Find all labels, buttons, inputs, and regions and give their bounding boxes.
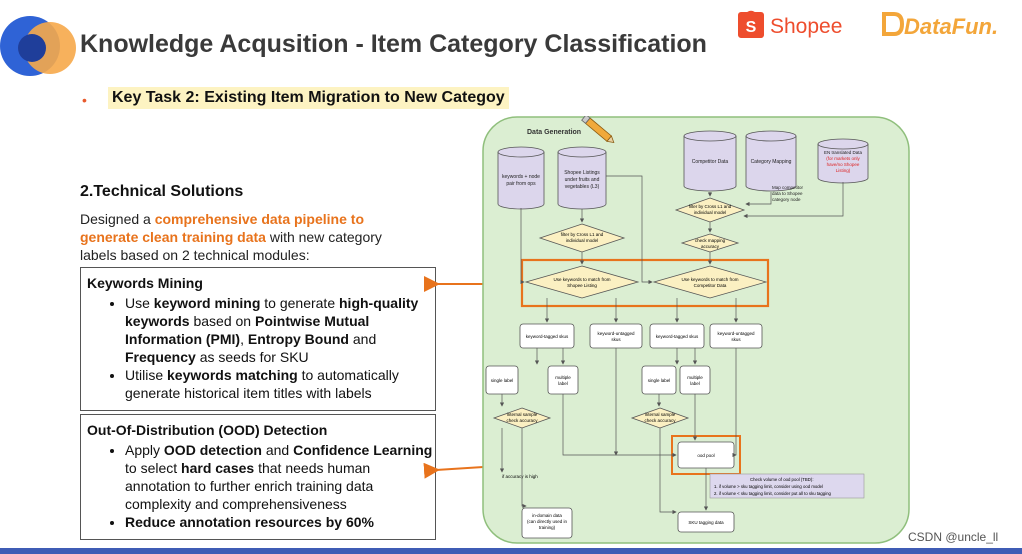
svg-text:accuracy: accuracy: [701, 244, 720, 249]
svg-text:if accuracy is high: if accuracy is high: [502, 474, 538, 479]
svg-text:Listing): Listing): [836, 168, 851, 173]
box-multiple-2: [679, 365, 711, 395]
technical-description: Designed a comprehensive data pipeline t…: [80, 211, 382, 263]
list-item: Utilise keywords matching to automatical…: [125, 366, 435, 402]
svg-text:keywords + node: keywords + node: [502, 174, 540, 180]
svg-text:internal sample: internal sample: [645, 412, 676, 417]
svg-text:training): training): [539, 525, 556, 530]
key-task-heading: Key Task 2: Existing Item Migration to N…: [108, 87, 509, 109]
svg-text:in-domain data: in-domain data: [532, 513, 562, 518]
ood-detection-box: Out-Of-Distribution (OOD) Detection Appl…: [80, 414, 436, 540]
datafun-logo-text: DataFun.: [904, 14, 998, 39]
svg-text:keyword-tagged skus: keyword-tagged skus: [656, 334, 699, 339]
svg-text:Competitor Data: Competitor Data: [694, 283, 727, 288]
cylinder-category-mapping: [745, 130, 797, 192]
svg-text:under fruits and: under fruits and: [565, 177, 600, 183]
svg-text:keyword-untagged: keyword-untagged: [717, 331, 755, 336]
box-untagged-1: [589, 323, 643, 349]
list-item: Reduce annotation resources by 60%: [125, 513, 435, 531]
svg-text:EN translated Data: EN translated Data: [824, 150, 863, 155]
svg-text:Competitor Data: Competitor Data: [692, 159, 729, 165]
svg-text:S: S: [746, 19, 757, 36]
svg-text:multiple: multiple: [555, 375, 571, 380]
watermark: CSDN @uncle_ll: [908, 530, 999, 544]
svg-text:Category Mapping: Category Mapping: [751, 159, 792, 165]
svg-text:SKU tagging data: SKU tagging data: [688, 520, 724, 525]
svg-text:filter by Cross L1 and: filter by Cross L1 and: [561, 232, 604, 237]
svg-text:data to Shopee: data to Shopee: [772, 191, 803, 196]
box-multiple-1: [547, 365, 579, 395]
svg-text:Shopee Listing: Shopee Listing: [567, 283, 597, 288]
box-in-domain: [521, 507, 573, 539]
svg-text:individual model: individual model: [566, 238, 598, 243]
keywords-mining-title: Keywords Mining: [87, 275, 203, 291]
svg-text:Check volume of ood pool (TBD): Check volume of ood pool (TBD):: [750, 477, 814, 482]
svg-text:single label: single label: [491, 378, 514, 383]
svg-text:(for markets only: (for markets only: [826, 156, 860, 161]
svg-text:filter by Cross L1 and: filter by Cross L1 and: [689, 204, 732, 209]
svg-text:internal sample: internal sample: [507, 412, 538, 417]
list-item: Apply OOD detection and Confidence Learn…: [125, 441, 435, 513]
cylinder-keywords-node: [497, 146, 545, 210]
svg-text:Use keywords to match from: Use keywords to match from: [553, 277, 610, 282]
box-sku-tagging: [677, 511, 735, 533]
data-generation-diagram: Data Generation keywords + node pair fro…: [482, 116, 910, 544]
box-tagged-1: [519, 323, 575, 349]
datafun-logo: DataFun.: [882, 12, 998, 39]
svg-text:check accuracy: check accuracy: [506, 418, 538, 423]
diagram-title: Data Generation: [527, 129, 581, 136]
svg-text:label: label: [558, 381, 568, 386]
shopee-logo-text: Shopee: [770, 15, 842, 38]
page-title: Knowledge Acqusition - Item Category Cla…: [80, 30, 707, 58]
pencil-icon: [581, 116, 615, 144]
list-item: Use keyword mining to generate high-qual…: [125, 294, 435, 366]
svg-text:individual model: individual model: [694, 210, 726, 215]
svg-text:Map competitor: Map competitor: [772, 185, 804, 190]
svg-text:have/no Shopee: have/no Shopee: [827, 162, 860, 167]
ood-title: Out-Of-Distribution (OOD) Detection: [87, 422, 328, 438]
svg-text:Shopee Listings: Shopee Listings: [564, 170, 600, 176]
svg-text:ood pool: ood pool: [697, 453, 714, 458]
bullet-dot: •: [82, 92, 87, 108]
svg-text:vegetables (L3): vegetables (L3): [565, 184, 600, 190]
bottom-bar: [0, 548, 1022, 554]
cylinder-en-translated: [817, 138, 869, 184]
diamond-kw-match-1: [524, 265, 640, 299]
decorative-circles: [0, 16, 76, 76]
svg-text:single label: single label: [648, 378, 671, 383]
svg-text:check accuracy: check accuracy: [644, 418, 676, 423]
svg-text:check mapping: check mapping: [695, 238, 726, 243]
svg-text:skus: skus: [731, 337, 741, 342]
diamond-kw-match-2: [652, 265, 768, 299]
check-volume-note: [709, 473, 865, 499]
keywords-mining-box: Keywords Mining Use keyword mining to ge…: [80, 267, 436, 411]
svg-text:category node: category node: [772, 197, 801, 202]
cylinder-shopee-listings: [557, 146, 607, 210]
cylinder-competitor-data: [683, 130, 737, 192]
svg-text:Use keywords to match from: Use keywords to match from: [681, 277, 738, 282]
svg-text:pair from ops: pair from ops: [506, 181, 536, 187]
svg-text:keyword-tagged skus: keyword-tagged skus: [526, 334, 569, 339]
svg-text:multiple: multiple: [687, 375, 703, 380]
shopee-logo: S Shopee: [738, 10, 842, 38]
svg-text:label: label: [690, 381, 700, 386]
box-untagged-2: [709, 323, 763, 349]
technical-heading: 2.Technical Solutions: [80, 183, 244, 200]
svg-text:skus: skus: [611, 337, 621, 342]
svg-text:keyword-untagged: keyword-untagged: [597, 331, 635, 336]
svg-text:(can directly used in: (can directly used in: [527, 519, 568, 524]
svg-text:2. if volume < sku tagging lim: 2. if volume < sku tagging limit, consid…: [714, 491, 832, 496]
svg-text:1. if volume > sku tagging lim: 1. if volume > sku tagging limit, consid…: [714, 484, 823, 489]
